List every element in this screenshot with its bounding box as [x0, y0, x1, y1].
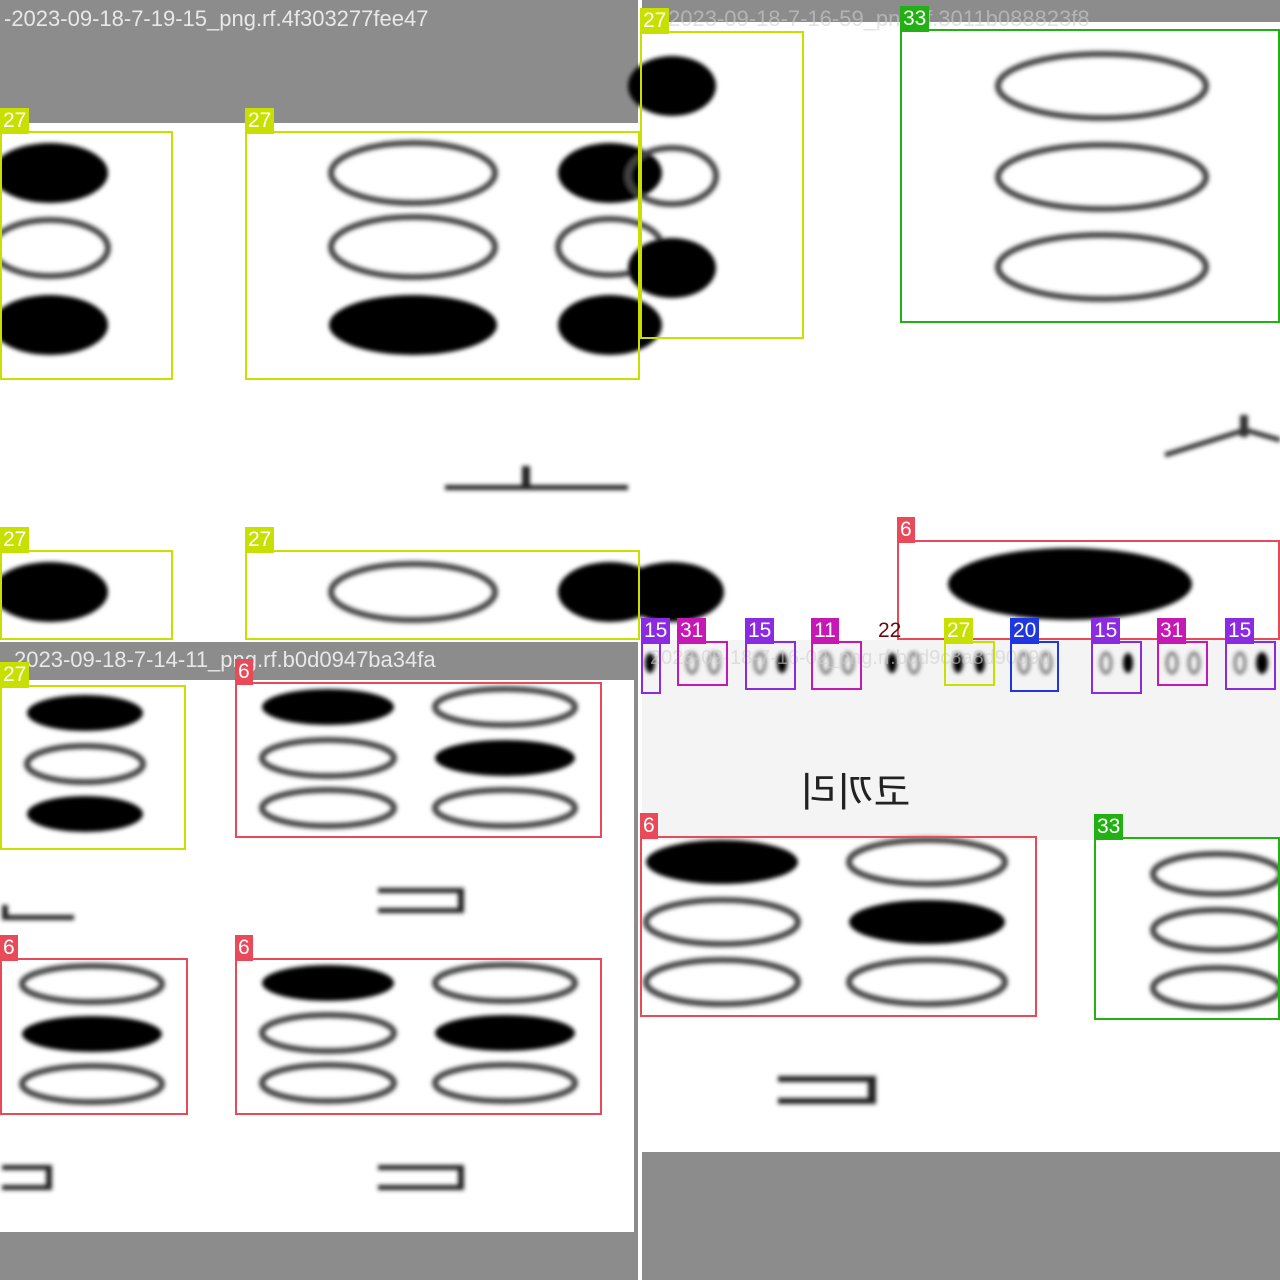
detection-box [745, 641, 796, 690]
detection-label: 11 [811, 618, 839, 644]
detection-box [0, 685, 186, 850]
detection-label: 15 [1091, 618, 1121, 644]
detection-box [640, 31, 804, 339]
detection-label: 27 [0, 662, 30, 688]
detection-box [1225, 641, 1276, 690]
detection-label: 15 [745, 618, 775, 644]
detection-label: 27 [944, 618, 974, 644]
tile-filename: 2023-09-18-7-16-02_png.rf.b0d9c8a8d90090 [650, 647, 1051, 669]
detection-box [1157, 641, 1208, 686]
detection-box [0, 958, 188, 1115]
detection-label: 27 [0, 527, 30, 553]
detection-label: 27 [245, 108, 275, 134]
gray-header-tl [0, 0, 640, 123]
detection-box [1091, 641, 1142, 694]
detection-label: 27 [640, 8, 670, 34]
gray-side-bl [634, 642, 640, 1280]
gray-footer-tr [642, 1152, 1280, 1280]
detection-label: 31 [1157, 618, 1187, 644]
tile-filename: 2023-09-18-7-14-11_png.rf.b0d0947ba34fa [14, 647, 436, 672]
detection-label: 15 [641, 618, 671, 644]
detection-box [235, 682, 602, 838]
detection-label: 33 [1094, 814, 1124, 840]
tile-filename: -2023-09-18-7-19-15_png.rf.4f303277fee47 [4, 6, 429, 31]
detection-box [900, 29, 1280, 323]
detection-box [811, 641, 862, 690]
detection-box [235, 958, 602, 1115]
detection-label: 6 [0, 935, 18, 961]
detection-label: 31 [677, 618, 707, 644]
detection-label: 27 [0, 108, 30, 134]
detection-box [677, 641, 728, 686]
detection-label: 6 [235, 935, 253, 961]
detection-box [1010, 641, 1059, 692]
detection-box [897, 540, 1280, 640]
detection-label: 27 [245, 527, 275, 553]
tile-filename: 2023-09-18-7-16-59_png.rf.3011b088823f8 [668, 6, 1090, 31]
tile-divider-h [0, 638, 642, 642]
detection-label: 22 [878, 619, 902, 642]
detection-box [245, 550, 640, 640]
detection-label: 6 [640, 813, 658, 839]
detection-box [245, 131, 640, 380]
detection-label: 15 [1225, 618, 1255, 644]
detection-box [0, 550, 173, 640]
detection-box [640, 836, 1037, 1017]
detection-label: 6 [235, 659, 253, 685]
detection-label: 33 [900, 6, 930, 32]
gray-footer-bl [0, 1232, 640, 1280]
detection-box [641, 641, 661, 694]
detection-box [944, 641, 995, 686]
detection-label: 20 [1010, 618, 1040, 644]
mirrored-korean-text: 코끼리 [800, 771, 911, 815]
detection-box [0, 131, 173, 380]
detection-label: 6 [897, 517, 915, 543]
gray-header-bl [0, 642, 640, 680]
gray-header-tr [642, 0, 1280, 22]
detection-box [1094, 837, 1280, 1020]
